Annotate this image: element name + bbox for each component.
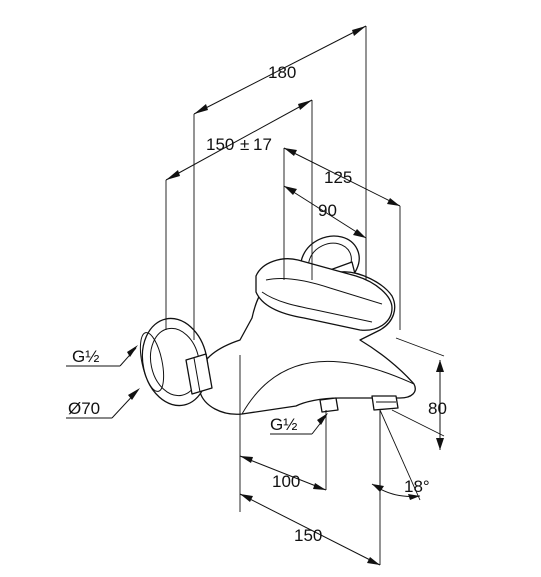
dim-150-tol-label: 150	[206, 135, 234, 154]
lever-handle-ridge	[265, 277, 383, 305]
bottom-connector	[319, 397, 339, 413]
leader-lines	[66, 345, 328, 435]
label-g-half-bottom: G½	[270, 415, 297, 434]
dim-tolerance-value: 17	[253, 135, 272, 154]
dim-tolerance-sign: ±	[240, 135, 249, 154]
dim-125-label: 125	[324, 168, 352, 187]
dim-150-label: 150	[294, 526, 322, 545]
spout-outlet	[371, 395, 399, 411]
dimension-texts: 180 150 ± 17 125 90 80 100 150 18° G½ Ø7…	[68, 63, 447, 545]
spout-lower	[241, 360, 415, 415]
dim-100-label: 100	[272, 472, 300, 491]
lever-handle-edge	[261, 291, 373, 323]
front-connector	[185, 353, 213, 395]
dim-angle-label: 18°	[404, 477, 430, 496]
front-escutcheon-face	[139, 332, 165, 392]
arrowheads	[166, 26, 444, 565]
dim-90-label: 90	[318, 201, 337, 220]
dim-80-label: 80	[428, 399, 447, 418]
dimension-lines	[165, 25, 441, 566]
dim-180-label: 180	[268, 63, 296, 82]
lever-handle	[255, 258, 393, 331]
label-diameter-70: Ø70	[68, 399, 100, 418]
front-connector-line	[193, 357, 201, 393]
label-g-half-left: G½	[72, 347, 99, 366]
faucet-body	[139, 235, 416, 415]
